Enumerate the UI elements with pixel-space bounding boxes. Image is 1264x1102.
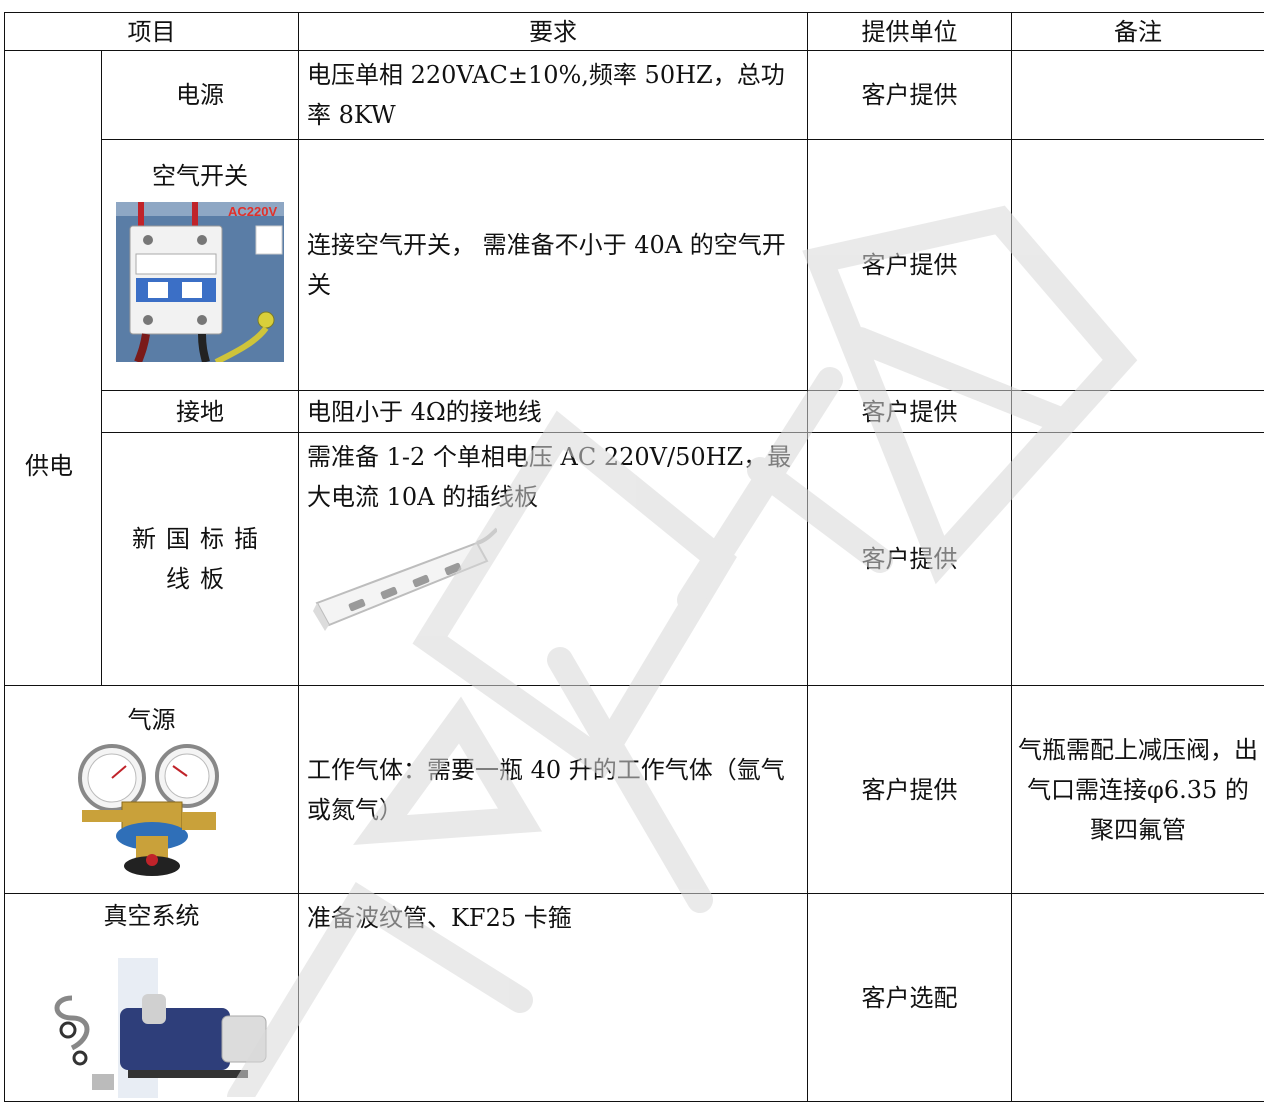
item-cell: 真空系统: [5, 894, 299, 1102]
remark-cell: [1012, 51, 1264, 140]
item-cell: 空气开关 AC220V: [102, 140, 299, 391]
header-requirement: 要求: [299, 13, 808, 51]
circuit-breaker-icon: AC220V: [116, 202, 284, 362]
power-strip-icon: [307, 523, 497, 633]
requirement-cell: 需准备 1-2 个单相电压 AC 220V/50HZ，最大电流 10A 的插线板: [299, 433, 808, 686]
remark-cell: 气瓶需配上减压阀，出气口需连接φ6.35 的聚四氟管: [1012, 686, 1264, 894]
provider-cell: 客户提供: [808, 51, 1012, 140]
requirement-cell: 工作气体：需要一瓶 40 升的工作气体（氩气或氮气）: [299, 686, 808, 894]
item-label: 真空系统: [7, 896, 296, 936]
requirement-text: 需准备 1-2 个单相电压 AC 220V/50HZ，最大电流 10A 的插线板: [307, 437, 799, 517]
requirement-cell: 电压单相 220VAC±10%,频率 50HZ，总功率 8KW: [299, 51, 808, 140]
provider-cell: 客户提供: [808, 391, 1012, 433]
table-row: 接地 电阻小于 4Ω的接地线 客户提供: [5, 391, 1264, 433]
header-row: 项目 要求 提供单位 备注: [5, 13, 1264, 51]
table-row: 空气开关 AC220V 连接空气开关， 需准备不小: [5, 140, 1264, 391]
provider-cell: 客户选配: [808, 894, 1012, 1102]
header-item: 项目: [5, 13, 299, 51]
vacuum-pump-icon: [32, 938, 272, 1098]
item-label: 气源: [7, 700, 296, 740]
table-row: 新国标插线板 需准备 1-2 个单相电压 AC 220V/50HZ，最大电流 1…: [5, 433, 1264, 686]
item-cell: 新国标插线板: [102, 433, 299, 686]
power-group-label: 供电: [5, 51, 102, 686]
provider-cell: 客户提供: [808, 140, 1012, 391]
provider-cell: 客户提供: [808, 433, 1012, 686]
table-row: 供电 电源 电压单相 220VAC±10%,频率 50HZ，总功率 8KW 客户…: [5, 51, 1264, 140]
requirements-table: 项目 要求 提供单位 备注 供电 电源 电压单相 220VAC±10%,频率 5…: [4, 12, 1264, 1102]
breaker-voltage-label: AC220V: [228, 204, 277, 219]
item-cell: 电源: [102, 51, 299, 140]
header-provider: 提供单位: [808, 13, 1012, 51]
provider-cell: 客户提供: [808, 686, 1012, 894]
header-remark: 备注: [1012, 13, 1264, 51]
remark-cell: [1012, 391, 1264, 433]
table-row: 真空系统 准备波纹管、KF25 卡箍 客户选配: [5, 894, 1264, 1102]
cropped-previous-line: [0, 0, 1264, 12]
remark-cell: [1012, 894, 1264, 1102]
requirement-cell: 电阻小于 4Ω的接地线: [299, 391, 808, 433]
remark-cell: [1012, 140, 1264, 391]
pressure-regulator-icon: [52, 740, 252, 880]
requirement-cell: 准备波纹管、KF25 卡箍: [299, 894, 808, 1102]
item-label: 空气开关: [104, 156, 296, 196]
item-cell: 气源: [5, 686, 299, 894]
item-cell: 接地: [102, 391, 299, 433]
table-row: 气源 工作气体：需要一瓶 40 升的工作气体（氩气或氮气） 客户提供 气瓶需配上…: [5, 686, 1264, 894]
requirement-cell: 连接空气开关， 需准备不小于 40A 的空气开关: [299, 140, 808, 391]
remark-cell: [1012, 433, 1264, 686]
